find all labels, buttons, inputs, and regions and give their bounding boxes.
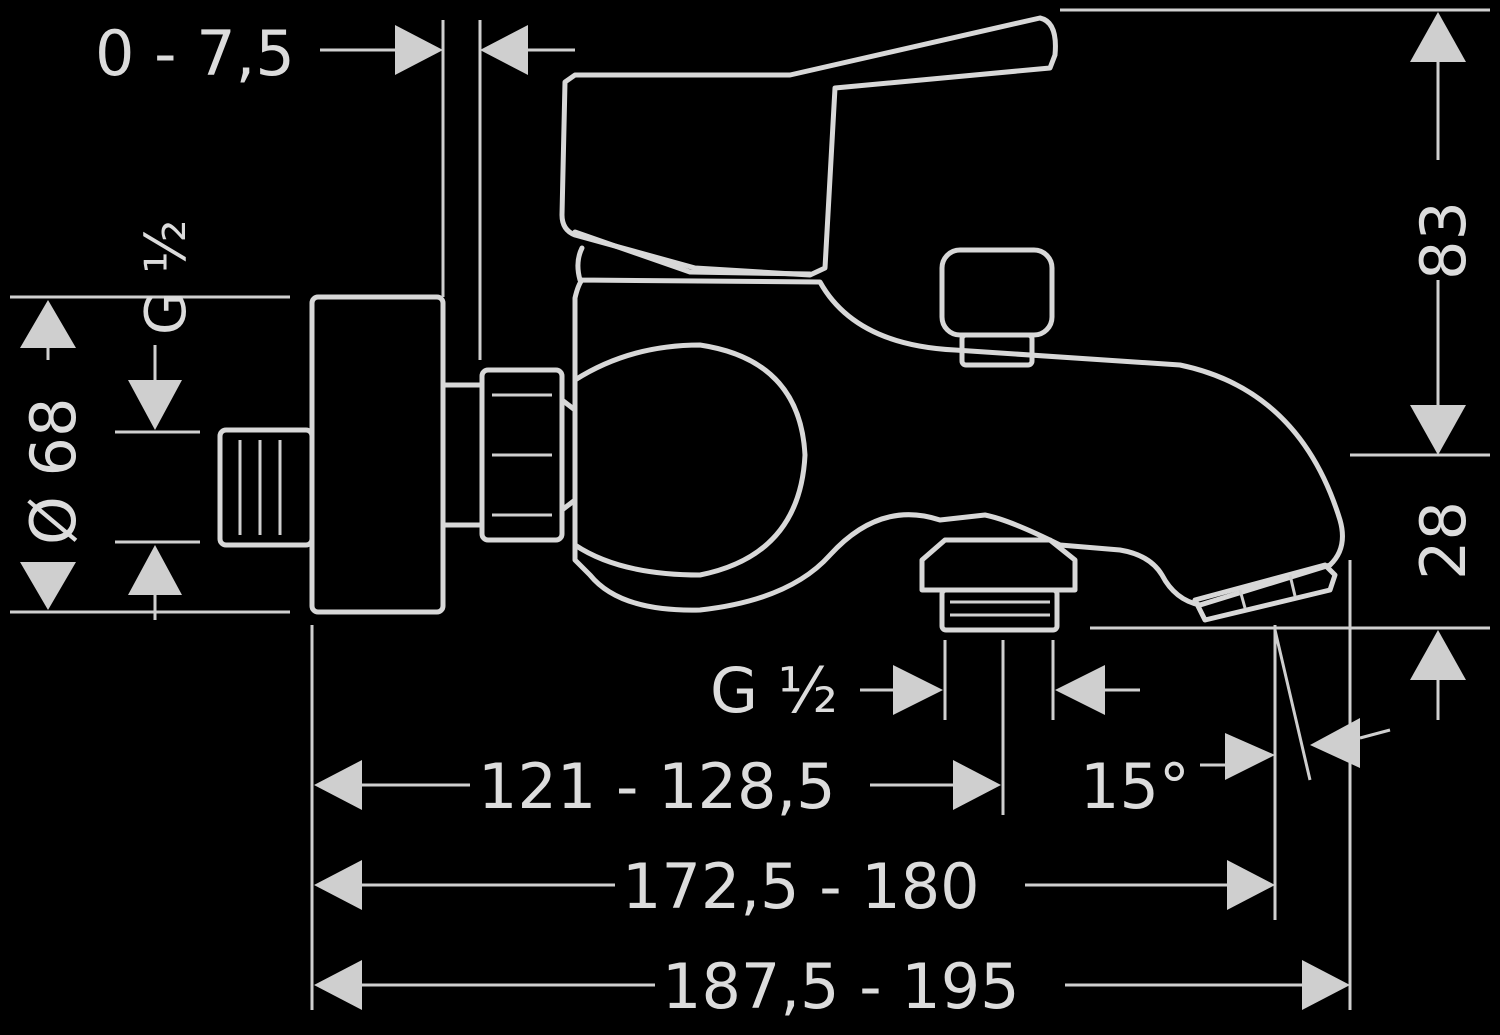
spout-aerator: [1192, 562, 1338, 623]
dimension-arrows: [20, 12, 1466, 1010]
dim-angle: 15°: [1080, 750, 1190, 823]
dim-inlet-thread: G ½: [134, 220, 199, 335]
bottom-nipple: [919, 537, 1078, 593]
hex-nut: [479, 367, 565, 543]
dim-depth-spout: 172,5 - 180: [622, 850, 980, 923]
lever-handle: [559, 15, 1058, 278]
wall-flange: [309, 294, 446, 615]
dim-height-top: 83: [1407, 201, 1480, 280]
flange-nipple: [217, 427, 315, 548]
extension-lines: [10, 8, 1490, 1010]
dim-flange-diameter: Ø 68: [17, 398, 90, 545]
dimension-labels: 0 - 7,5 G ½ Ø 68 83 28 G ½ 15° 121 - 128…: [17, 17, 1480, 1023]
diverter-knob: [939, 247, 1055, 338]
faucet-outline: [217, 15, 1345, 633]
dim-depth-outlet: 121 - 128,5: [478, 750, 836, 823]
dim-bottom-thread: G ½: [710, 654, 838, 727]
dim-wall-gap: 0 - 7,5: [95, 17, 295, 90]
mixer-body: [572, 245, 1345, 613]
dim-height-spout: 28: [1407, 501, 1480, 580]
dim-depth-total: 187,5 - 195: [662, 950, 1020, 1023]
